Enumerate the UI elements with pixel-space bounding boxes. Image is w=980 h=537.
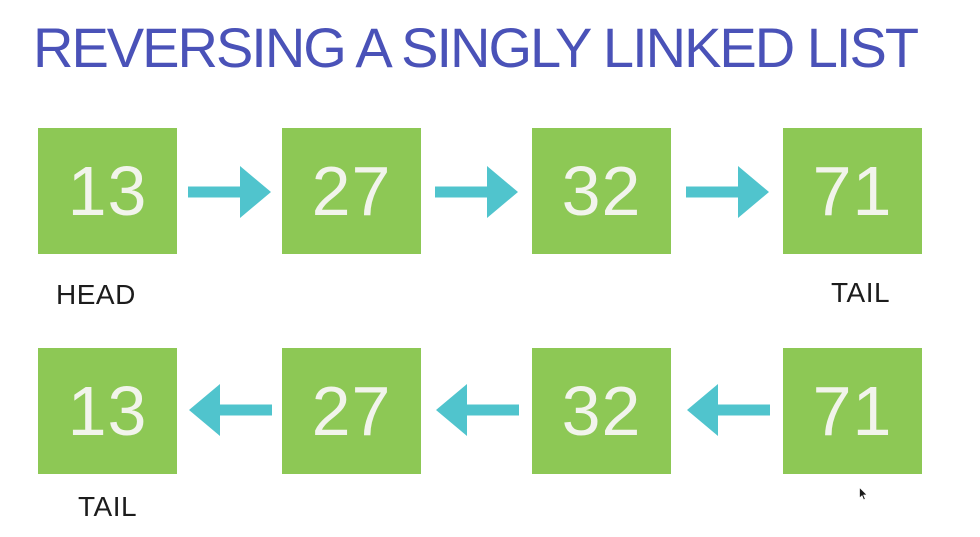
list-node: 71 <box>783 348 922 474</box>
arrow-right-icon <box>686 165 770 219</box>
node-value: 13 <box>67 152 148 230</box>
tail-label: TAIL <box>831 277 891 308</box>
list-node: 13 <box>38 348 177 474</box>
node-value: 32 <box>561 152 642 230</box>
list-node: 13 <box>38 128 177 254</box>
list-node: 32 <box>532 348 671 474</box>
node-value: 13 <box>67 372 148 450</box>
node-value: 71 <box>812 372 893 450</box>
list-node: 32 <box>532 128 671 254</box>
arrow-right-icon <box>435 165 519 219</box>
tail-label: TAIL <box>78 491 138 522</box>
arrow-left-icon <box>686 383 770 437</box>
arrow-left-icon <box>188 383 272 437</box>
list-node: 71 <box>783 128 922 254</box>
head-label: HEAD <box>56 279 136 310</box>
arrow-right-icon <box>188 165 272 219</box>
mouse-cursor <box>858 487 869 502</box>
page-title: REVERSING A SINGLY LINKED LIST <box>33 16 919 79</box>
node-value: 27 <box>311 152 392 230</box>
list-node: 27 <box>282 128 421 254</box>
arrow-left-icon <box>435 383 519 437</box>
node-value: 71 <box>812 152 893 230</box>
list-node: 27 <box>282 348 421 474</box>
node-value: 27 <box>311 372 392 450</box>
node-value: 32 <box>561 372 642 450</box>
